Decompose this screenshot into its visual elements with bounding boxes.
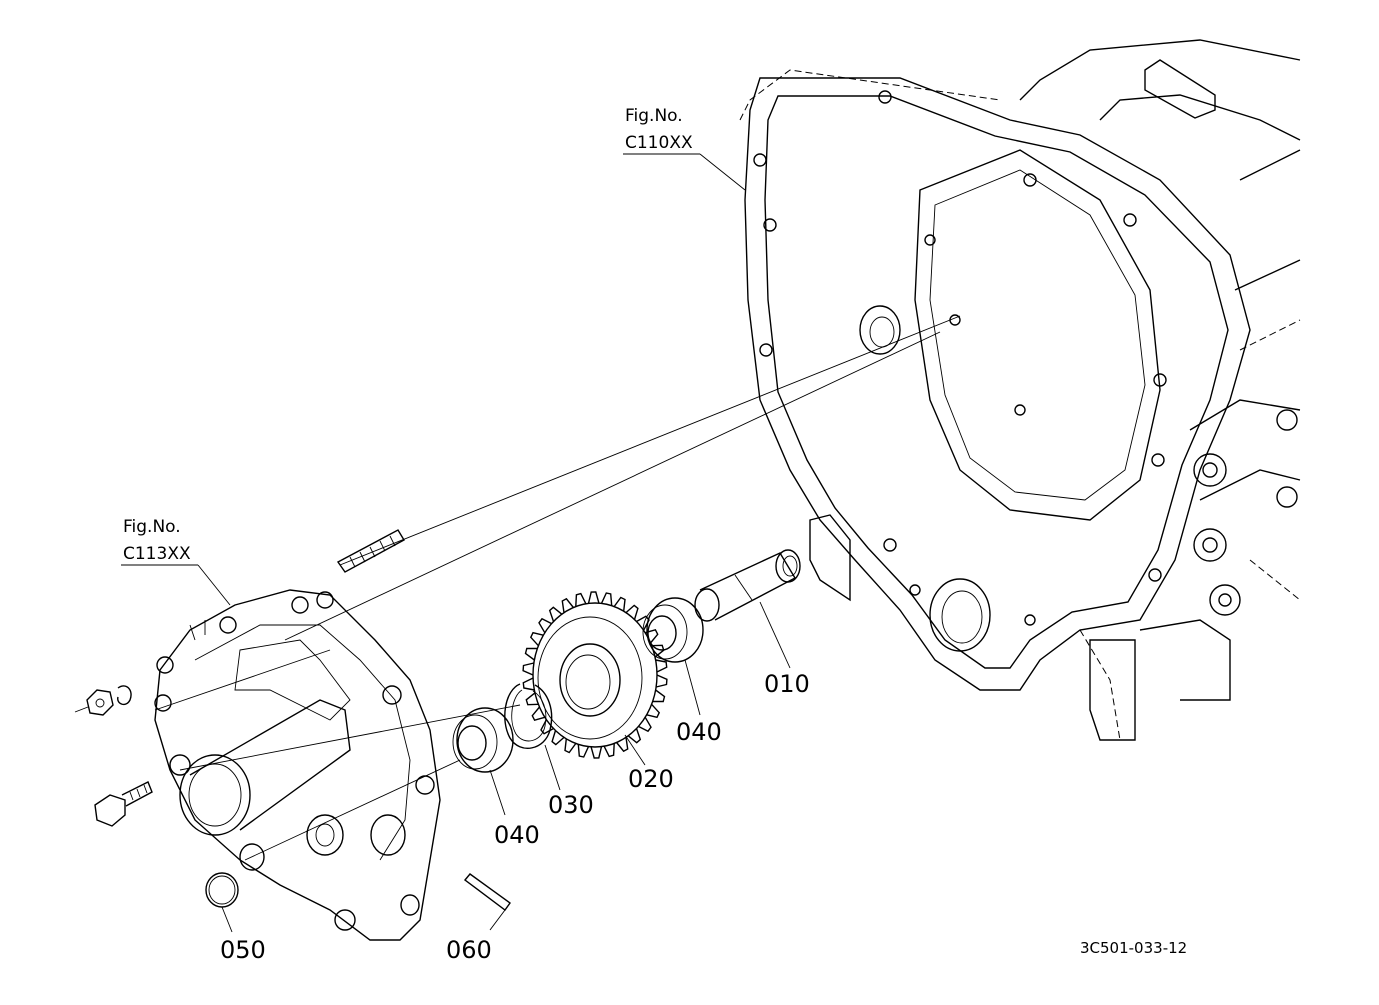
gear-tooth xyxy=(600,592,613,606)
part-040-bearing-left xyxy=(452,707,514,816)
gear-tooth xyxy=(561,597,574,613)
fig-no-code: C113XX xyxy=(123,544,191,564)
gear-tooth xyxy=(613,596,626,612)
front-cover xyxy=(154,589,441,941)
label-060: 060 xyxy=(446,936,492,964)
gear-tooth xyxy=(646,703,661,719)
gear-tooth xyxy=(652,689,666,703)
figure-reference-c110: Fig.No. C110XX xyxy=(623,106,746,191)
gear-tooth xyxy=(524,647,538,661)
gear-tooth xyxy=(587,591,600,604)
gear-tooth xyxy=(522,677,535,691)
gear-tooth xyxy=(590,746,603,759)
gear-tooth xyxy=(627,728,642,744)
gear-tooth xyxy=(638,716,652,733)
gear-tooth xyxy=(538,617,552,634)
gear-tooth xyxy=(529,631,544,647)
gear-tooth xyxy=(575,592,587,607)
fig-no-prefix: Fig.No. xyxy=(123,517,181,537)
part-040-bearing-right xyxy=(642,597,704,716)
part-050-o-ring xyxy=(205,872,239,933)
figure-reference-c113: Fig.No. C113XX xyxy=(121,517,231,606)
gear-tooth xyxy=(540,719,554,735)
part-030-snap-ring xyxy=(504,683,561,791)
gear-teeth xyxy=(522,591,668,759)
gear-tooth xyxy=(603,743,615,758)
label-010: 010 xyxy=(764,670,810,698)
gear-tooth xyxy=(551,730,565,746)
part-010-shaft xyxy=(694,549,801,669)
gear-tooth xyxy=(548,606,563,622)
gear-tooth xyxy=(577,744,590,758)
fig-no-prefix: Fig.No. xyxy=(625,106,683,126)
stud-bolt xyxy=(336,529,405,573)
drawing-code: 3C501-033-12 xyxy=(1080,939,1187,957)
transmission-case xyxy=(739,39,1301,741)
fig-no-code: C110XX xyxy=(625,133,693,153)
gear-tooth xyxy=(531,706,545,722)
gear-tooth xyxy=(625,604,639,620)
label-020: 020 xyxy=(628,765,674,793)
gear-tooth xyxy=(651,644,665,658)
gear-tooth xyxy=(522,662,535,676)
gear-tooth xyxy=(645,628,659,644)
gear-tooth xyxy=(564,738,577,754)
label-030: 030 xyxy=(548,791,594,819)
gear-tooth xyxy=(616,737,629,753)
gear-tooth xyxy=(655,659,668,673)
part-060-pin xyxy=(463,873,511,931)
label-040-right: 040 xyxy=(676,718,722,746)
part-020-gear xyxy=(522,591,668,766)
hex-bolt xyxy=(94,781,153,827)
assembly-axis-lines xyxy=(154,315,961,861)
label-040-left: 040 xyxy=(494,821,540,849)
gear-tooth xyxy=(636,615,650,631)
part-labels: 010 020 030 040 040 050 060 xyxy=(220,670,810,964)
nut-and-washer xyxy=(74,685,132,716)
label-050: 050 xyxy=(220,936,266,964)
gear-tooth xyxy=(655,674,668,688)
gear-tooth xyxy=(525,692,539,706)
